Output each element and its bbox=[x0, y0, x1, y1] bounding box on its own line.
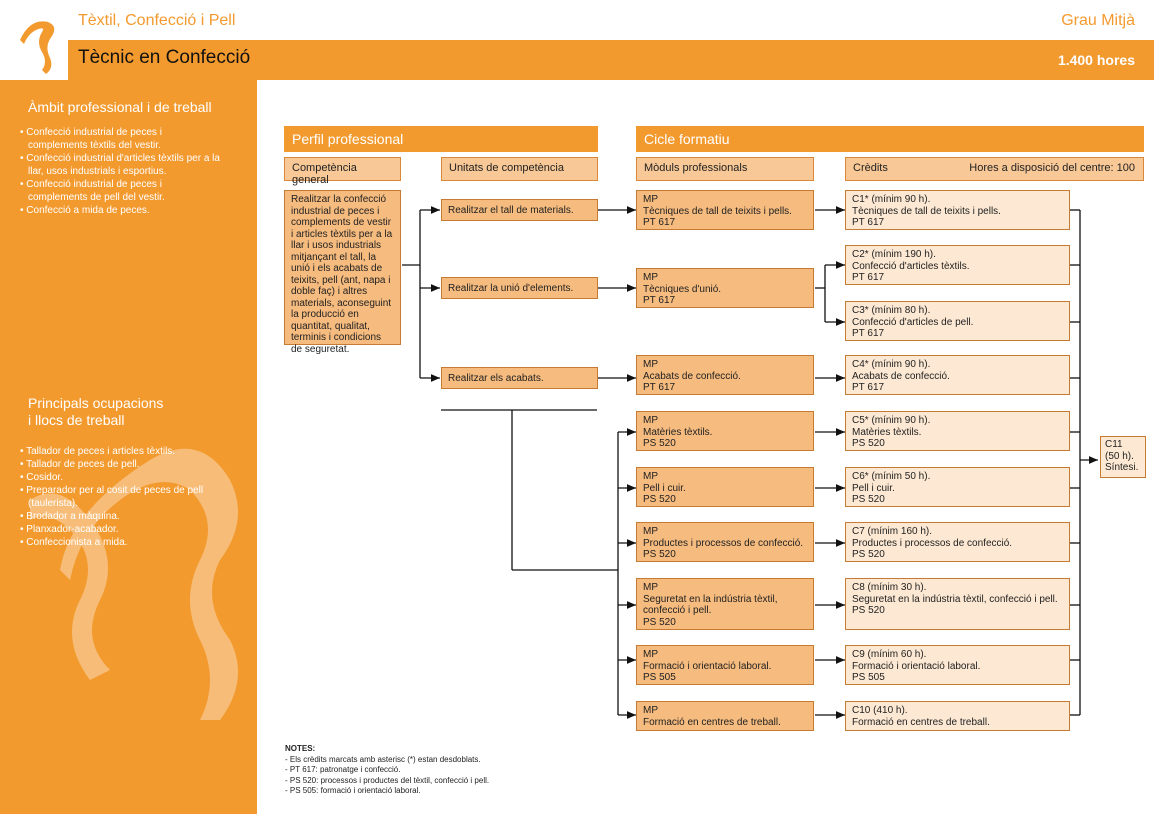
credits-label-bar: Crèdits Hores a disposició del centre: 1… bbox=[845, 157, 1144, 181]
note-item: - PS 505: formació i orientació laboral. bbox=[285, 786, 585, 797]
general-competence-text: Realitzar la confecció industrial de pec… bbox=[284, 190, 401, 345]
credit-code: C9 (mínim 60 h). bbox=[852, 649, 1063, 661]
credit-box: C10 (410 h). Formació en centres de treb… bbox=[845, 701, 1070, 731]
module-code: MP bbox=[643, 471, 807, 483]
module-code: MP bbox=[643, 194, 807, 206]
modules-label: Mòduls professionals bbox=[636, 157, 814, 181]
credit-name: Formació i orientació laboral. bbox=[852, 661, 1063, 673]
credit-name: Productes i processos de confecció. bbox=[852, 538, 1063, 550]
module-code: MP bbox=[643, 705, 807, 717]
module-code: MP bbox=[643, 359, 807, 371]
module-name: Formació i orientació laboral. bbox=[643, 661, 807, 673]
module-box: MP Productes i processos de confecció. P… bbox=[636, 522, 814, 562]
credit-name: Tècniques de tall de teixits i pells. bbox=[852, 206, 1063, 218]
credit-code: C1* (mínim 90 h). bbox=[852, 194, 1063, 206]
module-box: MP Formació i orientació laboral. PS 505 bbox=[636, 645, 814, 685]
module-code: MP bbox=[643, 582, 807, 594]
module-name: Tècniques de tall de teixits i pells. bbox=[643, 206, 807, 218]
credit-ref: PS 520 bbox=[852, 494, 1063, 506]
profile-heading: Perfil professional bbox=[284, 126, 598, 152]
credit-name: Seguretat en la indústria tèxtil, confec… bbox=[852, 594, 1063, 606]
module-box: MP Matèries tèxtils. PS 520 bbox=[636, 411, 814, 451]
credit-ref: PT 617 bbox=[852, 217, 1063, 229]
credit-code: C4* (mínim 90 h). bbox=[852, 359, 1063, 371]
module-box: MP Tècniques de tall de teixits i pells.… bbox=[636, 190, 814, 230]
module-ref: PT 617 bbox=[643, 382, 807, 394]
credit-name: Confecció d'articles de pell. bbox=[852, 317, 1063, 329]
credit-name: Matèries tèxtils. bbox=[852, 427, 1063, 439]
credit-box: C6* (mínim 50 h). Pell i cuir. PS 520 bbox=[845, 467, 1070, 507]
credit-ref: PS 520 bbox=[852, 605, 1063, 617]
credits-label: Crèdits bbox=[853, 162, 888, 174]
credit-code: C5* (mínim 90 h). bbox=[852, 415, 1063, 427]
credit-name: Formació en centres de treball. bbox=[852, 717, 1063, 729]
module-ref: PT 617 bbox=[643, 217, 807, 229]
credit-box: C4* (mínim 90 h). Acabats de confecció. … bbox=[845, 355, 1070, 395]
module-code: MP bbox=[643, 526, 807, 538]
module-ref: PS 520 bbox=[643, 438, 807, 450]
credit-box: C5* (mínim 90 h). Matèries tèxtils. PS 5… bbox=[845, 411, 1070, 451]
credit-code: C3* (mínim 80 h). bbox=[852, 305, 1063, 317]
credit-code: C2* (mínim 190 h). bbox=[852, 249, 1063, 261]
credit-ref: PS 505 bbox=[852, 672, 1063, 684]
general-competence-label: Competència general bbox=[284, 157, 401, 181]
credit-ref: PT 617 bbox=[852, 382, 1063, 394]
credit-ref: PT 617 bbox=[852, 328, 1063, 340]
centre-hours: Hores a disposició del centre: 100 bbox=[969, 162, 1135, 174]
credit-box: C9 (mínim 60 h). Formació i orientació l… bbox=[845, 645, 1070, 685]
module-ref: PS 505 bbox=[643, 672, 807, 684]
module-box: MP Seguretat en la indústria tèxtil, con… bbox=[636, 578, 814, 630]
module-name: Pell i cuir. bbox=[643, 483, 807, 495]
module-code: MP bbox=[643, 649, 807, 661]
credit-box: C2* (mínim 190 h). Confecció d'articles … bbox=[845, 245, 1070, 285]
module-code: MP bbox=[643, 272, 807, 284]
credit-ref: PS 520 bbox=[852, 438, 1063, 450]
cycle-heading: Cicle formatiu bbox=[636, 126, 1144, 152]
module-name: Productes i processos de confecció. bbox=[643, 538, 807, 550]
module-box: MP Pell i cuir. PS 520 bbox=[636, 467, 814, 507]
module-box: MP Formació en centres de treball. bbox=[636, 701, 814, 731]
synthesis-name: Síntesi. bbox=[1105, 462, 1141, 474]
unit-box: Realitzar el tall de materials. bbox=[441, 199, 598, 221]
credit-box: C1* (mínim 90 h). Tècniques de tall de t… bbox=[845, 190, 1070, 230]
credit-ref: PS 520 bbox=[852, 549, 1063, 561]
synthesis-credit-box: C11 (50 h). Síntesi. bbox=[1100, 436, 1146, 478]
note-item: - PS 520: processos i productes del tèxt… bbox=[285, 776, 585, 787]
credit-name: Pell i cuir. bbox=[852, 483, 1063, 495]
module-box: MP Acabats de confecció. PT 617 bbox=[636, 355, 814, 395]
module-name: Acabats de confecció. bbox=[643, 371, 807, 383]
module-ref: PS 520 bbox=[643, 494, 807, 506]
credit-code: C7 (mínim 160 h). bbox=[852, 526, 1063, 538]
synthesis-code: C11 bbox=[1105, 439, 1141, 451]
synthesis-hours: (50 h). bbox=[1105, 451, 1141, 463]
unit-box: Realitzar els acabats. bbox=[441, 367, 598, 389]
credit-box: C3* (mínim 80 h). Confecció d'articles d… bbox=[845, 301, 1070, 341]
module-name: Matèries tèxtils. bbox=[643, 427, 807, 439]
note-item: - Els crèdits marcats amb asterisc (*) e… bbox=[285, 755, 585, 766]
module-code: MP bbox=[643, 415, 807, 427]
credit-name: Confecció d'articles tèxtils. bbox=[852, 261, 1063, 273]
note-item: - PT 617: patronatge i confecció. bbox=[285, 765, 585, 776]
credit-code: C8 (mínim 30 h). bbox=[852, 582, 1063, 594]
unit-box: Realitzar la unió d'elements. bbox=[441, 277, 598, 299]
module-ref: PS 520 bbox=[643, 617, 807, 629]
notes: NOTES: - Els crèdits marcats amb asteris… bbox=[285, 744, 585, 797]
credit-name: Acabats de confecció. bbox=[852, 371, 1063, 383]
module-box: MP Tècniques d'unió. PT 617 bbox=[636, 268, 814, 308]
competence-units-label: Unitats de competència bbox=[441, 157, 598, 181]
notes-heading: NOTES: bbox=[285, 744, 585, 755]
module-ref: PT 617 bbox=[643, 295, 807, 307]
credit-code: C6* (mínim 50 h). bbox=[852, 471, 1063, 483]
credit-code: C10 (410 h). bbox=[852, 705, 1063, 717]
credit-ref: PT 617 bbox=[852, 272, 1063, 284]
module-name: Tècniques d'unió. bbox=[643, 284, 807, 296]
credit-box: C7 (mínim 160 h). Productes i processos … bbox=[845, 522, 1070, 562]
module-ref: PS 520 bbox=[643, 549, 807, 561]
module-name: Formació en centres de treball. bbox=[643, 717, 807, 729]
module-name: Seguretat en la indústria tèxtil, confec… bbox=[643, 594, 807, 617]
credit-box: C8 (mínim 30 h). Seguretat en la indústr… bbox=[845, 578, 1070, 630]
